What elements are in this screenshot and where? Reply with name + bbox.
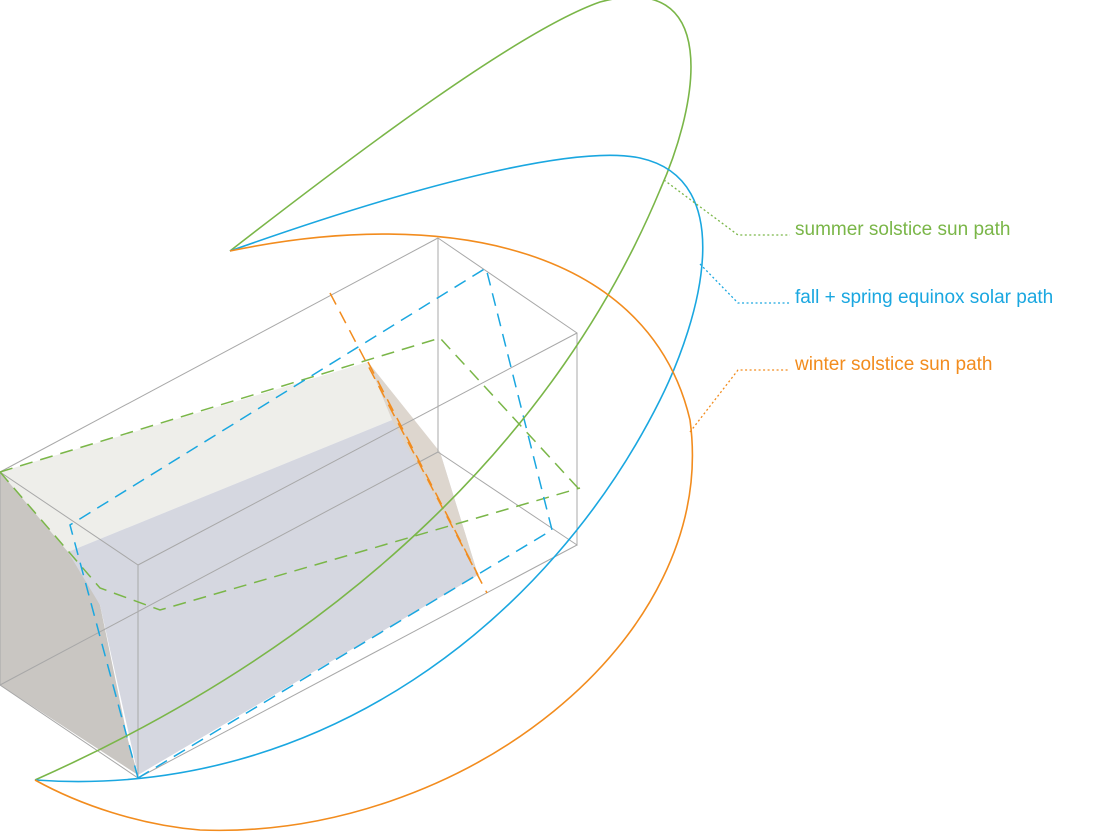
equinox-sun-path — [34, 154, 704, 783]
summer-shadow-line — [0, 337, 579, 489]
box-back-face — [437, 237, 578, 546]
winter-path-label: winter solstice sun path — [794, 354, 993, 375]
summer-path-label: summer solstice sun path — [795, 219, 1010, 240]
winter-solstice-sun-path — [34, 233, 693, 832]
winter-shadow-line — [367, 361, 479, 576]
summer-leader-line — [663, 179, 790, 236]
winter-leader-line — [689, 369, 790, 433]
winter-shadow-projections — [329, 292, 488, 594]
equinox-leader-line — [699, 263, 790, 304]
equinox-path-label: fall + spring equinox solar path — [795, 287, 1053, 308]
equinox-shadow-projections — [69, 266, 553, 779]
box-top-right-edge — [137, 332, 578, 566]
box-top-left-edge — [0, 237, 439, 473]
inclined-blue-plane — [68, 420, 478, 775]
summer-shadow-projections — [0, 337, 581, 611]
box-outline — [0, 237, 578, 779]
shaded-surfaces — [0, 362, 478, 775]
left-end-shade — [0, 472, 138, 775]
box-bottom-right-edge — [137, 544, 578, 779]
upper-light-plane — [0, 362, 392, 552]
equinox-shadow-line — [69, 266, 553, 779]
summer-solstice-sun-path — [34, 0, 692, 781]
winter-shadow-line — [329, 292, 488, 594]
box-bottom-left-edge — [0, 451, 439, 686]
